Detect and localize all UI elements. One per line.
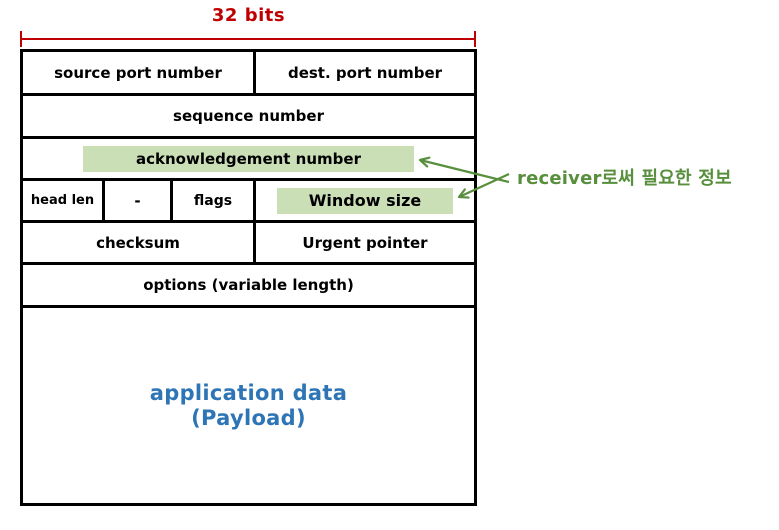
payload-label-line2: (Payload): [191, 405, 306, 430]
window-size-highlight: Window size: [277, 187, 453, 214]
field-head-len: head len: [23, 181, 105, 220]
field-dest-port: dest. port number: [287, 63, 443, 82]
ack-number-highlight: acknowledgement number: [83, 145, 414, 172]
field-flags: flags: [173, 181, 256, 220]
row-checksum-urgent: checksum Urgent pointer: [23, 223, 474, 265]
tcp-header-table: source port number dest. port number seq…: [20, 49, 477, 506]
bits-measure-tick-left: [20, 31, 22, 47]
field-ack-number-cell: acknowledgement number: [23, 139, 474, 178]
receiver-info-annotation: receiver로써 필요한 정보: [517, 168, 732, 189]
field-source-port: source port number: [23, 52, 256, 93]
bits-measure-tick-right: [474, 31, 476, 47]
row-payload: application data (Payload): [23, 308, 474, 503]
field-urgent-pointer: Urgent pointer: [302, 233, 428, 252]
field-application-data: application data (Payload): [23, 308, 474, 503]
bits-width-label: 32 bits: [211, 5, 286, 26]
row-flags-window: head len - flags Window size: [23, 181, 474, 223]
row-sequence: sequence number: [23, 96, 474, 139]
field-checksum: checksum: [23, 223, 256, 262]
row-options: options (variable length): [23, 265, 474, 308]
bits-measure-line: [21, 38, 475, 40]
field-sequence-number: sequence number: [173, 107, 324, 125]
field-reserved: -: [105, 181, 173, 220]
row-ports: source port number dest. port number: [23, 52, 474, 96]
field-options: options (variable length): [143, 276, 354, 294]
field-window-size-cell: Window size: [256, 181, 474, 220]
payload-label-line1: application data: [149, 381, 348, 406]
row-acknowledgement: acknowledgement number: [23, 139, 474, 181]
